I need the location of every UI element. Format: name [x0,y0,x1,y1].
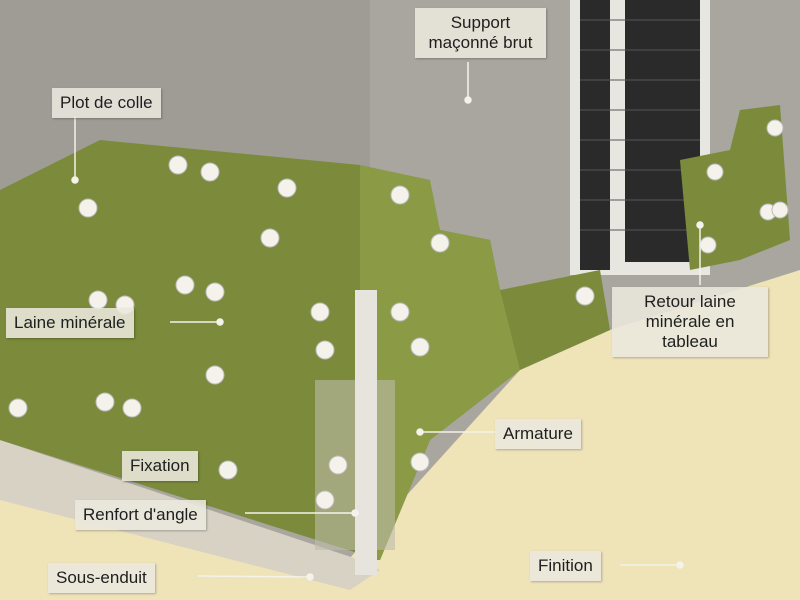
label-sous-enduit: Sous-enduit [48,563,155,593]
finition-layer [0,270,800,600]
label-plot-de-colle: Plot de colle [52,88,161,118]
label-support: Support maçonné brut [415,8,546,58]
retour-insulation [680,105,790,270]
window [570,0,710,275]
label-fixation: Fixation [122,451,198,481]
label-finition: Finition [530,551,601,581]
leader-lines [71,62,704,581]
label-renfort-angle: Renfort d'angle [75,500,206,530]
label-retour: Retour laine minérale en tableau [612,287,768,357]
corner-profile [355,290,377,575]
label-armature: Armature [495,419,581,449]
label-laine-minerale: Laine minérale [6,308,134,338]
